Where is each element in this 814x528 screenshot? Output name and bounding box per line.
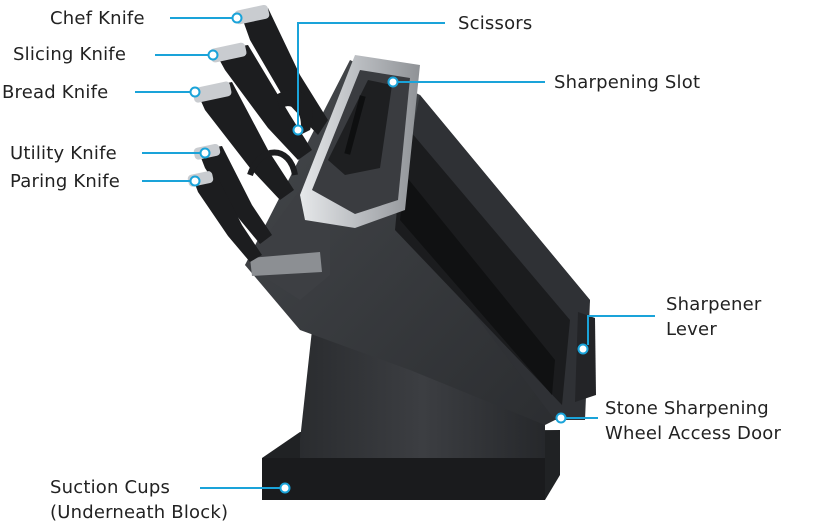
callout-dot-bread-knife: [189, 86, 201, 98]
callout-dot-sharpening-slot: [387, 76, 399, 88]
callout-dot-suction-cups: [279, 482, 291, 494]
label-sharpener-lever-line2: Lever: [666, 319, 717, 340]
label-sharpening-slot: Sharpening Slot: [554, 72, 701, 93]
label-suction-cups-line2: (Underneath Block): [50, 502, 229, 523]
label-access-door-line2: Wheel Access Door: [605, 423, 782, 444]
knife-handles: [187, 4, 328, 262]
callouts: [135, 12, 655, 494]
label-chef-knife: Chef Knife: [50, 8, 145, 29]
label-utility-knife: Utility Knife: [10, 143, 117, 164]
label-suction-cups-line1: Suction Cups: [50, 477, 171, 498]
callout-dot-sharpener-lever: [577, 343, 589, 355]
label-slicing-knife: Slicing Knife: [13, 44, 127, 65]
callout-dot-paring-knife: [189, 175, 201, 187]
label-paring-knife: Paring Knife: [10, 171, 121, 192]
label-bread-knife: Bread Knife: [2, 82, 109, 103]
callout-dot-utility-knife: [199, 147, 211, 159]
label-scissors: Scissors: [458, 13, 533, 34]
callout-dot-access-door: [555, 412, 567, 424]
sharpening-tower: [300, 55, 420, 228]
callout-dot-slicing-knife: [207, 49, 219, 61]
block-base: [262, 330, 560, 500]
label-sharpener-lever-line1: Sharpener: [666, 294, 762, 315]
label-access-door-line1: Stone Sharpening: [605, 398, 769, 419]
callout-dot-chef-knife: [231, 12, 243, 24]
callout-dot-scissors: [292, 124, 304, 136]
